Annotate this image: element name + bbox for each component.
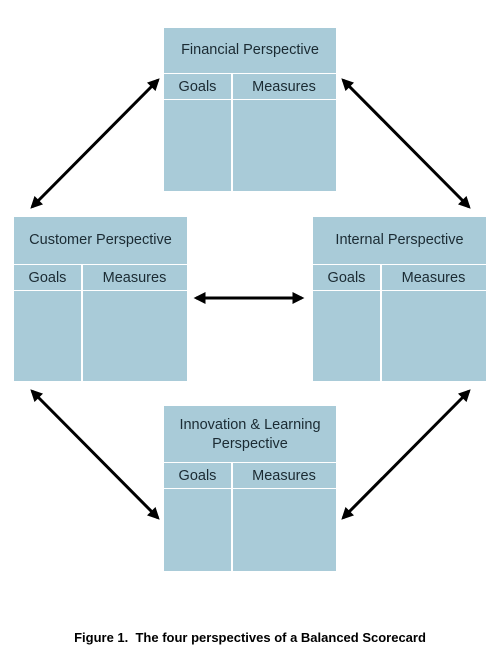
figure-caption: Figure 1. The four perspectives of a Bal…	[74, 630, 426, 645]
internal-column-divider	[380, 264, 382, 381]
customer-header-row: Goals Measures	[14, 264, 187, 291]
internal-header-row: Goals Measures	[313, 264, 486, 291]
internal-measures-label: Measures	[401, 269, 466, 286]
customer-perspective-box: Customer Perspective Goals Measures	[13, 216, 188, 382]
financial-header-row: Goals Measures	[164, 73, 336, 100]
arrow-financial-internal	[341, 78, 471, 209]
arrow-customer-innovation	[30, 389, 160, 520]
financial-goals-label: Goals	[178, 78, 217, 95]
innovation-learning-perspective-title: Innovation & Learning Perspective	[179, 417, 321, 452]
arrow-internal-innovation	[341, 389, 471, 520]
innovation-header-row: Goals Measures	[164, 462, 336, 489]
innovation-learning-perspective-box: Innovation & Learning Perspective Goals …	[163, 405, 337, 572]
financial-perspective-title: Financial Perspective	[181, 42, 319, 58]
internal-goals-label: Goals	[327, 269, 366, 286]
internal-perspective-box: Internal Perspective Goals Measures	[312, 216, 487, 382]
innovation-measures-label: Measures	[252, 467, 316, 484]
customer-column-divider	[81, 264, 83, 381]
customer-goals-label: Goals	[28, 269, 67, 286]
customer-perspective-title: Customer Perspective	[29, 232, 172, 248]
financial-column-divider	[231, 73, 233, 191]
financial-perspective-box: Financial Perspective Goals Measures	[163, 27, 337, 192]
innovation-goals-label: Goals	[178, 467, 217, 484]
arrow-financial-customer	[30, 78, 160, 209]
internal-perspective-title: Internal Perspective	[335, 232, 464, 248]
customer-measures-label: Measures	[102, 269, 167, 286]
innovation-column-divider	[231, 462, 233, 571]
financial-measures-label: Measures	[252, 78, 316, 95]
